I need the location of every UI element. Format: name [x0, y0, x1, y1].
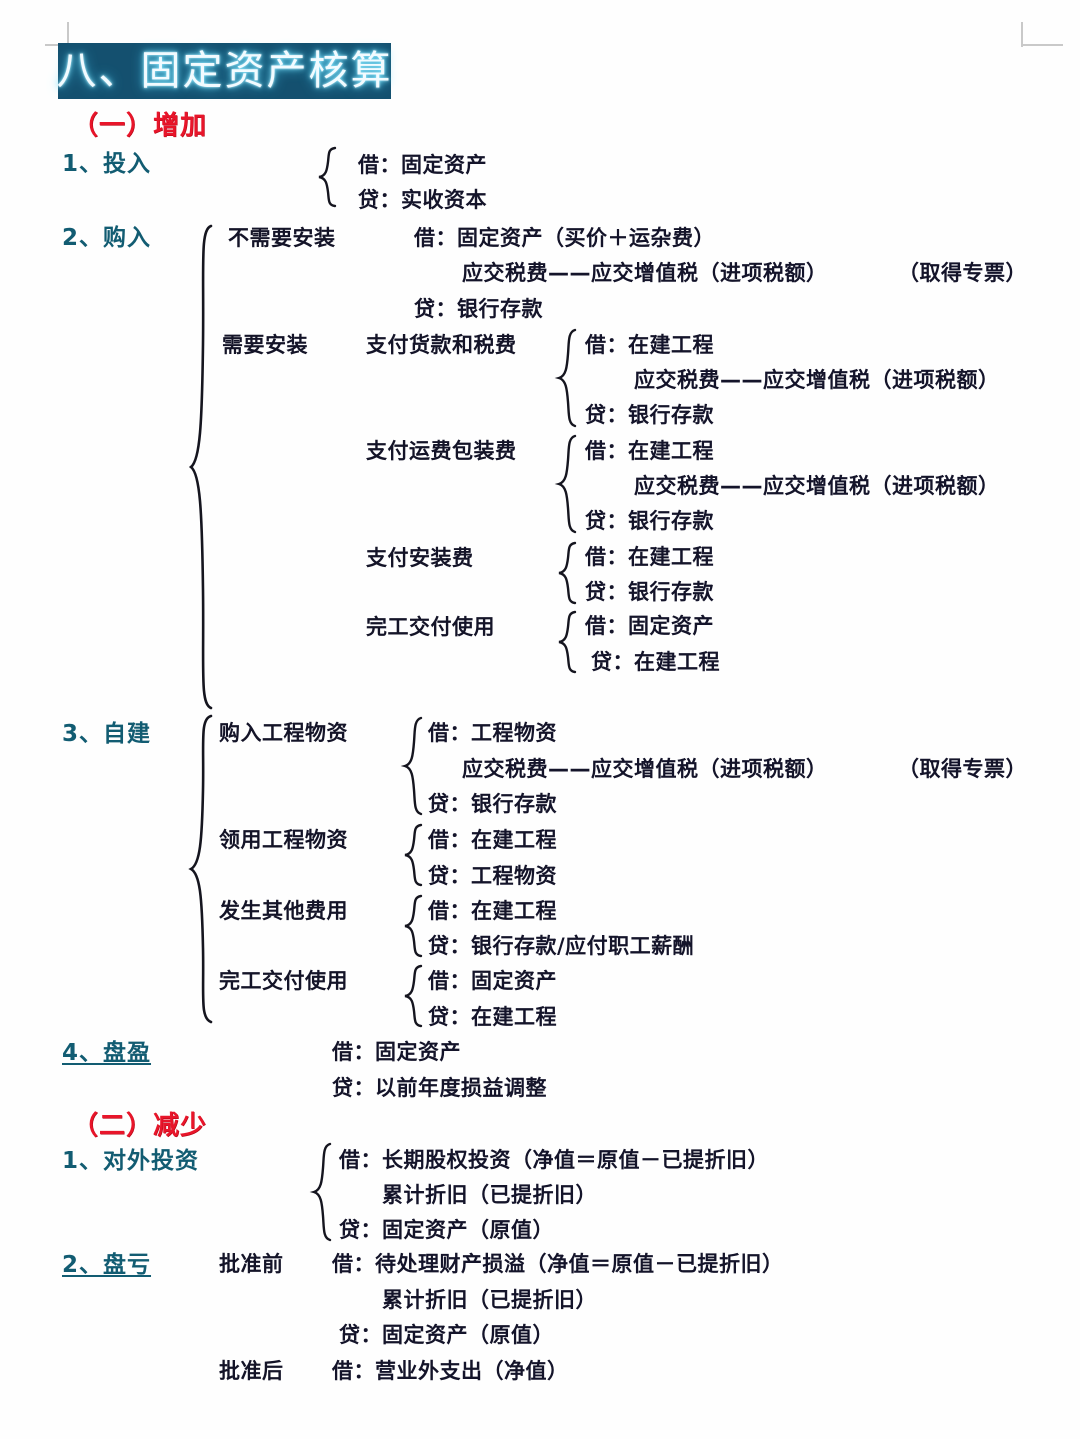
entry-credit-bank-2: 贷：银行存款 — [585, 403, 714, 427]
entry-debit-cip-4: 借：在建工程 — [428, 828, 557, 852]
group-label-other-cost: 发生其他费用 — [219, 899, 348, 923]
brace-duiwai — [309, 1142, 333, 1242]
section-heading-decrease: （二）减少 — [72, 1111, 208, 1141]
item-label-duiwai: 1、对外投资 — [62, 1148, 200, 1174]
entry-credit-bank-salary: 贷：银行存款/应付职工薪酬 — [428, 934, 695, 958]
brace-complete-2 — [402, 964, 424, 1028]
entry-debit-cip-1: 借：在建工程 — [585, 333, 714, 357]
brace-touru — [316, 146, 338, 208]
brace-buy-material — [400, 716, 424, 816]
entry-credit-bank-4: 贷：银行存款 — [585, 580, 714, 604]
entry-debit-fa-4: 借：固定资产 — [332, 1040, 461, 1064]
entry-debit-cip-3: 借：在建工程 — [585, 545, 714, 569]
page-title-text: 八、固定资产核算 — [56, 48, 393, 94]
group-label-no-install: 不需要安装 — [228, 226, 336, 250]
entry-credit-fa-orig-2: 贷：固定资产（原值） — [339, 1323, 554, 1347]
entry-credit-prior: 贷：以前年度损益调整 — [332, 1076, 547, 1100]
group-label-pay-install: 支付安装费 — [366, 546, 474, 570]
entry-note-invoice-2: （取得专票） — [898, 757, 1027, 781]
entry-credit-material: 贷：工程物资 — [428, 864, 557, 888]
entry-tax-vat-3: 应交税费——应交增值税（进项税额） — [634, 474, 1000, 498]
page-title: 八、固定资产核算 — [56, 43, 393, 99]
entry-debit-lti: 借：长期股权投资（净值＝原值－已提折旧） — [339, 1148, 769, 1172]
entry-note-invoice-1: （取得专票） — [898, 261, 1027, 285]
entry-accum-dep-1: 累计折旧（已提折旧） — [382, 1183, 597, 1207]
group-label-use-material: 领用工程物资 — [219, 828, 348, 852]
entry-credit-fa-orig-1: 贷：固定资产（原值） — [339, 1218, 554, 1242]
group-label-buy-material: 购入工程物资 — [219, 721, 348, 745]
entry-debit-fa-2: 借：固定资产 — [585, 614, 714, 638]
brace-pay-install — [556, 541, 578, 605]
brace-complete-1 — [556, 610, 578, 674]
brace-other-cost — [402, 894, 424, 958]
entry-debit-fa-price: 借：固定资产（买价＋运杂费） — [414, 226, 715, 250]
entry-debit-pending: 借：待处理财产损溢（净值＝原值－已提折旧） — [332, 1252, 784, 1276]
group-label-need-install: 需要安装 — [222, 333, 308, 357]
entry-accum-dep-2: 累计折旧（已提折旧） — [382, 1288, 597, 1312]
entry-tax-vat-4: 应交税费——应交增值税（进项税额） — [462, 757, 828, 781]
brace-gouru-main — [188, 224, 214, 710]
item-label-panying: 4、盘盈 — [62, 1040, 152, 1066]
entry-credit-bank-3: 贷：银行存款 — [585, 509, 714, 533]
item-label-pankui: 2、盘亏 — [62, 1252, 152, 1278]
group-label-complete-2: 完工交付使用 — [219, 969, 348, 993]
brace-pay-goods — [554, 328, 578, 428]
group-label-pay-goods: 支付货款和税费 — [366, 333, 517, 357]
entry-credit-paidin: 贷：实收资本 — [358, 188, 487, 212]
brace-zijian-main — [188, 714, 214, 1024]
entry-credit-bank-5: 贷：银行存款 — [428, 792, 557, 816]
group-label-after-approval: 批准后 — [219, 1359, 284, 1383]
section-heading-increase: （一）增加 — [72, 111, 208, 141]
entry-credit-cip-2: 贷：在建工程 — [428, 1005, 557, 1029]
entry-debit-fa-1: 借：固定资产 — [358, 153, 487, 177]
entry-debit-material: 借：工程物资 — [428, 721, 557, 745]
entry-debit-nonop: 借：营业外支出（净值） — [332, 1359, 569, 1383]
crop-mark-top-right — [1018, 22, 1063, 47]
brace-pay-freight — [554, 434, 578, 534]
item-label-gouru: 2、购入 — [62, 225, 152, 251]
entry-debit-cip-5: 借：在建工程 — [428, 899, 557, 923]
entry-debit-cip-2: 借：在建工程 — [585, 439, 714, 463]
group-label-before-approval: 批准前 — [219, 1252, 284, 1276]
entry-tax-vat-2: 应交税费——应交增值税（进项税额） — [634, 368, 1000, 392]
entry-debit-fa-3: 借：固定资产 — [428, 969, 557, 993]
entry-tax-vat-1: 应交税费——应交增值税（进项税额） — [462, 261, 828, 285]
item-label-touru: 1、投入 — [62, 151, 152, 177]
group-label-complete-1: 完工交付使用 — [366, 615, 495, 639]
item-label-zijian: 3、自建 — [62, 721, 152, 747]
entry-credit-cip-1: 贷：在建工程 — [591, 650, 720, 674]
entry-credit-bank-1: 贷：银行存款 — [414, 297, 543, 321]
group-label-pay-freight: 支付运费包装费 — [366, 439, 517, 463]
brace-use-material — [402, 823, 424, 887]
